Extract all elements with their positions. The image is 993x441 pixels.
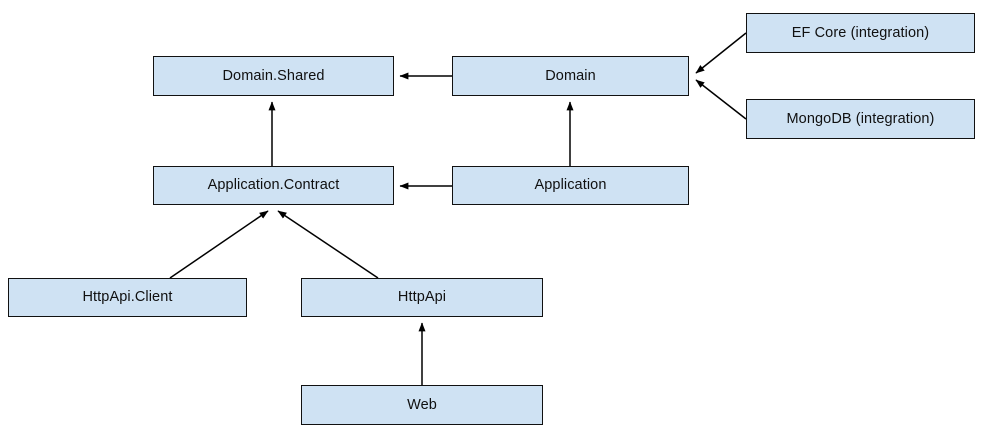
node-label-ef-core: EF Core (integration) bbox=[791, 24, 930, 41]
node-domain[interactable]: Domain bbox=[452, 56, 689, 96]
node-web[interactable]: Web bbox=[301, 385, 543, 425]
node-domain-shared[interactable]: Domain.Shared bbox=[153, 56, 394, 96]
edge-httpapi-to-application-contract bbox=[277, 210, 379, 279]
node-label-mongodb: MongoDB (integration) bbox=[786, 110, 935, 127]
node-httpapi[interactable]: HttpApi bbox=[301, 278, 543, 317]
node-label-application: Application bbox=[534, 177, 607, 194]
node-application[interactable]: Application bbox=[452, 166, 689, 205]
edge-mongodb-to-domain bbox=[695, 79, 747, 120]
node-mongodb[interactable]: MongoDB (integration) bbox=[746, 99, 975, 139]
node-label-web: Web bbox=[407, 396, 437, 413]
node-label-domain-shared: Domain.Shared bbox=[222, 67, 325, 84]
edge-httpapi-client-to-application-contract bbox=[169, 210, 269, 279]
node-label-domain: Domain bbox=[545, 67, 596, 84]
node-label-application-contract: Application.Contract bbox=[207, 177, 340, 194]
node-label-httpapi: HttpApi bbox=[397, 289, 447, 306]
node-application-contract[interactable]: Application.Contract bbox=[153, 166, 394, 205]
edge-ef-core-to-domain bbox=[695, 32, 747, 74]
node-httpapi-client[interactable]: HttpApi.Client bbox=[8, 278, 247, 317]
node-label-httpapi-client: HttpApi.Client bbox=[82, 289, 173, 306]
node-ef-core[interactable]: EF Core (integration) bbox=[746, 13, 975, 53]
